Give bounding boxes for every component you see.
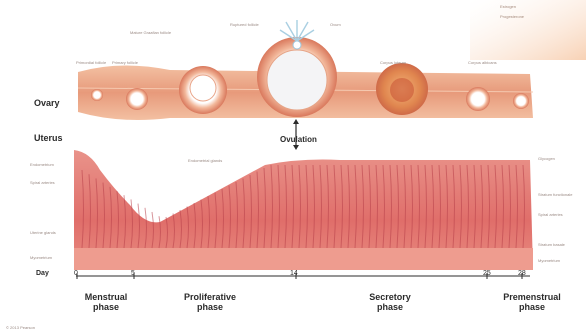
- ovulation-label: Ovulation: [280, 135, 317, 144]
- day-0: 0: [74, 270, 78, 277]
- label-primary: Primary follicle: [112, 60, 138, 65]
- day-14: 14: [290, 270, 298, 277]
- phase-premenstrual-line1: Premenstrual: [494, 292, 570, 302]
- label-secondary: Mature Graafian follicle: [130, 30, 171, 35]
- uterus-left-label-2: Spiral arteries: [30, 180, 55, 185]
- corpus-luteum-core: [390, 78, 414, 102]
- uterus-left-label-3: Uterine glands: [30, 230, 56, 235]
- uterus-mid-label: Endometrial glands: [188, 158, 222, 163]
- row-label-uterus: Uterus: [34, 133, 63, 143]
- label-primordial: Primordial follicle: [76, 60, 106, 65]
- primordial-follicle: [91, 89, 103, 101]
- phase-proliferative-line1: Proliferative: [175, 292, 245, 302]
- day-25: 25: [483, 270, 491, 277]
- phase-menstrual: Menstrual phase: [76, 292, 136, 312]
- label-ovum: Ovum: [330, 22, 341, 27]
- ovum-dot: [293, 41, 301, 49]
- credit: © 2013 Pearson: [6, 325, 35, 330]
- uterus-right-label-3: Spiral arteries: [538, 212, 563, 217]
- day-5: 5: [131, 270, 135, 277]
- day-28: 28: [518, 270, 526, 277]
- ovulation-arrow-head-down: [293, 145, 299, 150]
- label-graafian: Ruptured follicle: [230, 22, 259, 27]
- phase-secretory: Secretory phase: [360, 292, 420, 312]
- phase-premenstrual: Premenstrual phase: [494, 292, 570, 312]
- row-label-ovary: Ovary: [34, 98, 60, 108]
- corpus-albicans-large: [466, 87, 490, 111]
- secondary-follicle-cavity: [190, 75, 216, 101]
- label-corpus-albicans: Corpus albicans: [468, 60, 497, 65]
- graafian-follicle-cavity: [267, 50, 327, 110]
- uterus-left-label-4: Myometrium: [30, 255, 52, 260]
- uterus-left-label-1: Endometrium: [30, 162, 54, 167]
- uterus-right-label-2: Stratum functionale: [538, 192, 572, 197]
- ovum-rays: [280, 20, 314, 41]
- phase-menstrual-line1: Menstrual: [76, 292, 136, 302]
- legend-progesterone: Progesterone: [500, 14, 524, 19]
- day-label: Day: [36, 270, 49, 277]
- uterus-right-label-5: Myometrium: [538, 258, 560, 263]
- phase-premenstrual-line2: phase: [494, 302, 570, 312]
- label-corpus-luteum: Corpus luteum: [380, 60, 406, 65]
- phase-proliferative-line2: phase: [175, 302, 245, 312]
- uterus-right-label-4: Stratum basale: [538, 242, 565, 247]
- uterus-right-label-1: Glycogen: [538, 156, 555, 161]
- phase-secretory-line2: phase: [360, 302, 420, 312]
- phase-menstrual-line2: phase: [76, 302, 136, 312]
- corner-glow: [470, 0, 586, 60]
- legend-estrogen: Estrogen: [500, 4, 516, 9]
- phase-proliferative: Proliferative phase: [175, 292, 245, 312]
- ovulation-arrow-head-up: [293, 119, 299, 124]
- phase-secretory-line1: Secretory: [360, 292, 420, 302]
- corpus-albicans-small: [513, 93, 529, 109]
- myometrium: [74, 248, 533, 270]
- primary-follicle: [126, 88, 148, 110]
